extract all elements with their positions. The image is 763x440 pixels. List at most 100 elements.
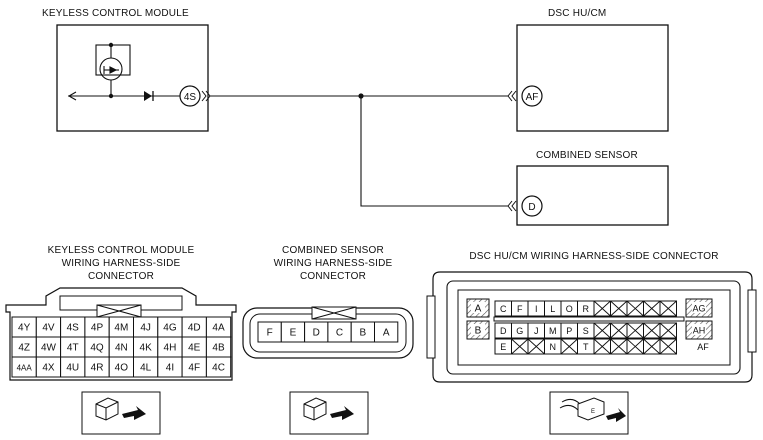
combined-sensor-title: COMBINED SENSOR (536, 150, 638, 161)
keyless-pin-label: 4O (115, 363, 129, 374)
dsc-pin-row1-label: R (583, 304, 590, 314)
terminal-4s-circle (179, 85, 201, 107)
keyless-connector-title-3: CONNECTOR (87, 271, 155, 282)
label-backing (471, 302, 485, 313)
combined-sensor-box (516, 165, 669, 226)
empty-pin-cross (593, 338, 611, 355)
keyless-pin-label: 4M (114, 323, 128, 334)
empty-pin-cross (593, 300, 611, 317)
svg-text:E: E (591, 409, 595, 415)
dsc-pin-row2-label: M (549, 326, 557, 336)
empty-pin-cross (659, 300, 677, 317)
empty-pin-cross (560, 338, 578, 355)
empty-pin-cross (511, 338, 529, 355)
sensor-pin-label: F (267, 328, 273, 339)
connector-view-icon (81, 391, 161, 435)
sensor-pin-label: B (360, 328, 367, 339)
keyless-pin-label: 4S (67, 323, 80, 334)
dsc-module-box (516, 24, 669, 132)
keyless-pin-label: 4B (212, 343, 225, 354)
empty-pin-cross (626, 300, 644, 317)
keyless-module-title: KEYLESS CONTROL MODULE (42, 8, 189, 19)
terminal-d-label: D (528, 202, 535, 213)
keyless-pin-label: 4H (164, 343, 177, 354)
dsc-pin-row1-label: I (535, 304, 538, 314)
sensor-pin-label: A (383, 328, 390, 339)
transistor-icon (95, 44, 131, 96)
keyless-pin-label: 4Q (90, 343, 104, 354)
junction-dot (108, 42, 114, 48)
keyless-module-box (56, 24, 209, 132)
dsc-module-title: DSC HU/CM (548, 8, 607, 19)
keyless-pin-label: 4J (140, 323, 151, 334)
dsc-pin-row2-label: D (500, 326, 507, 336)
wire-branch (360, 96, 508, 207)
keyless-pin-label: 4W (41, 343, 57, 354)
dsc-pin-row2-label: J (534, 326, 539, 336)
dsc-connector-title: DSC HU/CM WIRING HARNESS-SIDE CONNECTOR (469, 251, 719, 262)
empty-pin-cross (593, 322, 611, 339)
sensor-pin-label: D (313, 328, 320, 339)
keyless-pin-label: 4Y (18, 323, 31, 334)
keyless-pin-label: 4I (166, 363, 174, 374)
dsc-pin-row2-label: S (583, 326, 589, 336)
keyless-pin-label: 4T (67, 343, 79, 354)
empty-pin-cross (626, 322, 644, 339)
label-backing (692, 324, 706, 335)
connector-chevron-icon (201, 90, 211, 102)
connector-chevron-icon (507, 90, 517, 102)
empty-pin-cross (527, 338, 545, 355)
keyless-pin-label: 4E (188, 343, 201, 354)
sensor-connector-title-1: COMBINED SENSOR (282, 245, 384, 256)
dsc-pin-ah-label: AH (693, 326, 706, 336)
dsc-pin-b-label: B (475, 326, 482, 337)
keyless-pin-label: 4L (140, 363, 152, 374)
label-backing (471, 324, 485, 335)
dsc-pin-row2-label: G (516, 326, 523, 336)
keyless-pin-label: 4Z (18, 343, 30, 354)
dsc-pin-row3-label: T (583, 342, 589, 352)
sensor-pin-label: C (336, 328, 343, 339)
keyless-pin-label: 4G (163, 323, 177, 334)
dsc-pin-row1-label: F (517, 304, 523, 314)
keyless-pin-label: 4P (91, 323, 104, 334)
dsc-pin-row1-label: L (550, 304, 555, 314)
dsc-pin-ag-label: AG (692, 304, 705, 314)
dsc-pin-row2-label: P (566, 326, 572, 336)
dsc-pin-row3-label: E (500, 342, 506, 352)
sensor-pin-cell (374, 321, 399, 343)
empty-pin-cross (610, 300, 628, 317)
keyless-pin-label: 4F (188, 363, 200, 374)
dsc-pin-row3-label: N (550, 342, 557, 352)
keyless-pin-label: 4V (42, 323, 55, 334)
internal-line (67, 91, 180, 101)
dsc-pin-row1-label: C (500, 304, 507, 314)
keyless-pin-label: 4U (66, 363, 79, 374)
connector-view-icon (289, 391, 369, 435)
keyless-pin-cell (205, 356, 232, 378)
empty-pin-cross (643, 322, 661, 339)
empty-pin-cross (659, 322, 677, 339)
dsc-pin-af-label: AF (697, 342, 709, 352)
empty-pin-cross (643, 338, 661, 355)
keyless-connector-title-2: WIRING HARNESS-SIDE (61, 258, 181, 269)
sensor-pin-label: E (290, 328, 297, 339)
label-backing (692, 302, 706, 313)
keyless-pin-label: 4D (188, 323, 201, 334)
empty-pin-cross (610, 338, 628, 355)
connector-chevron-icon (507, 200, 517, 212)
terminal-af-label: AF (526, 92, 539, 103)
dsc-pin-row1-label: O (566, 304, 573, 314)
terminal-d-circle (521, 195, 543, 217)
keyless-pin-label: 4AA (17, 364, 33, 373)
keyless-pin-label: 4A (212, 323, 225, 334)
dsc-key-bar (493, 316, 685, 322)
keyless-pin-label: 4K (140, 343, 153, 354)
keyless-pin-label: 4X (42, 363, 55, 374)
empty-pin-cross (626, 338, 644, 355)
empty-pin-cross (659, 338, 677, 355)
keyless-pin-label: 4R (91, 363, 104, 374)
